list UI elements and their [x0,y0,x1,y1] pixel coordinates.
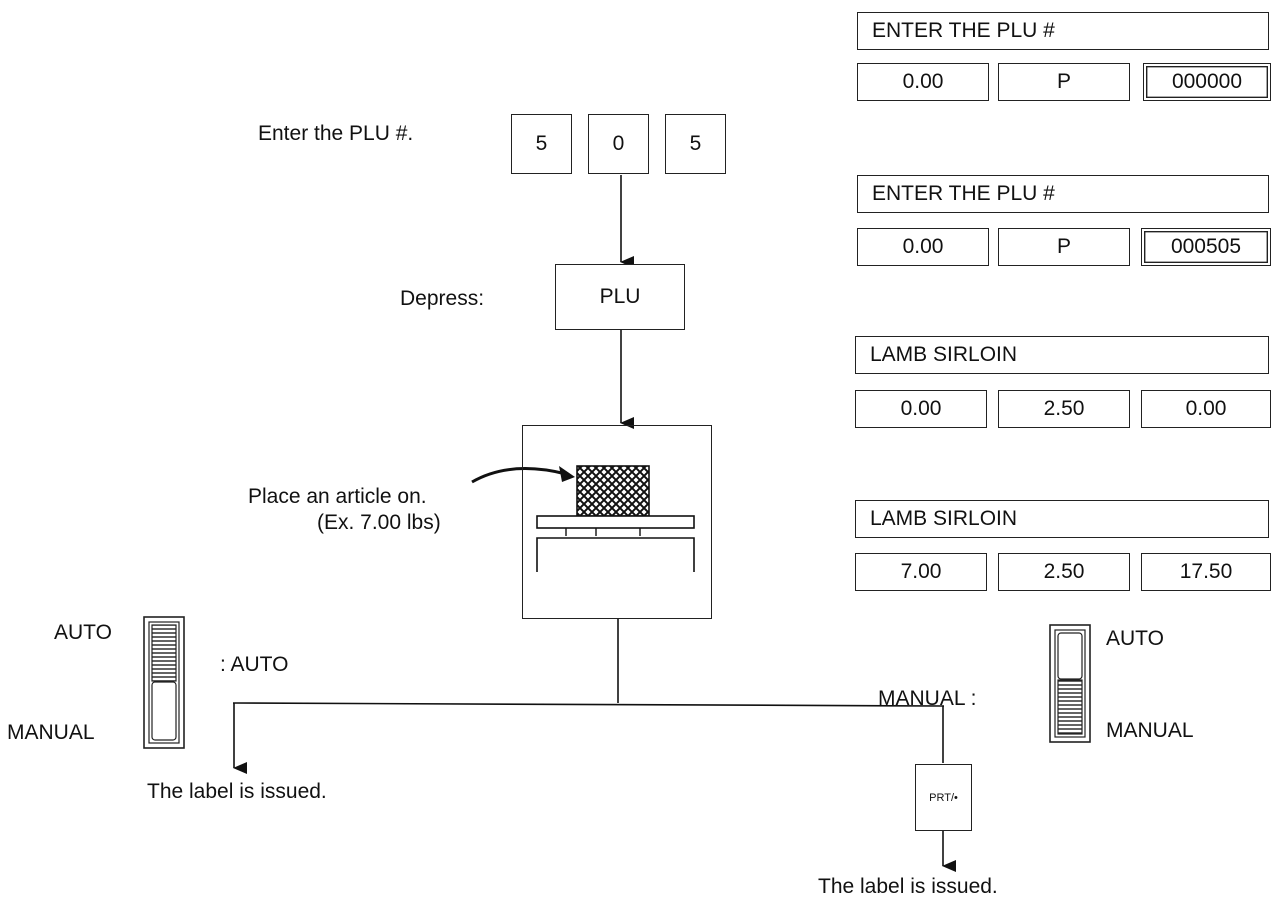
example-weight: (Ex. 7.00 lbs) [317,512,441,533]
display-3-title: LAMB SIRLOIN [855,336,1269,374]
display-4-total: 17.50 [1141,553,1271,591]
display-4-price: 2.50 [998,553,1130,591]
display-2-title: ENTER THE PLU # [857,175,1269,213]
auto-mode-switch-graphic [144,617,184,748]
display-1-title: ENTER THE PLU # [857,12,1269,50]
plu-key[interactable]: PLU [555,264,685,330]
display-3-price: 2.50 [998,390,1130,428]
place-article-label: Place an article on. [248,486,427,507]
display-1-price: P [998,63,1130,101]
print-key[interactable]: PRT/• [915,764,972,831]
auto-switch-top-label: AUTO [54,622,112,643]
auto-mode-text: : AUTO [220,654,288,675]
auto-result-text: The label is issued. [147,781,327,802]
manual-switch-top-label: AUTO [1106,628,1164,649]
auto-switch-bottom-label: MANUAL [7,722,95,743]
branch-line [233,703,944,706]
display-3-weight: 0.00 [855,390,987,428]
manual-mode-text: MANUAL : [878,688,976,709]
display-1-weight: 0.00 [857,63,989,101]
display-2-total: 000505 [1141,228,1271,266]
display-4-weight: 7.00 [855,553,987,591]
display-2-price: P [998,228,1130,266]
display-4-title: LAMB SIRLOIN [855,500,1269,538]
digit-key-2[interactable]: 0 [588,114,649,174]
display-2-weight: 0.00 [857,228,989,266]
manual-result-text: The label is issued. [818,876,998,897]
digit-key-3[interactable]: 5 [665,114,726,174]
digit-key-1[interactable]: 5 [511,114,572,174]
enter-plu-label: Enter the PLU #. [258,123,413,144]
display-1-total: 000000 [1143,63,1271,101]
scale-box [522,425,712,619]
manual-mode-switch-graphic [1050,625,1090,742]
display-3-total: 0.00 [1141,390,1271,428]
manual-switch-bottom-label: MANUAL [1106,720,1194,741]
depress-label: Depress: [400,288,484,309]
